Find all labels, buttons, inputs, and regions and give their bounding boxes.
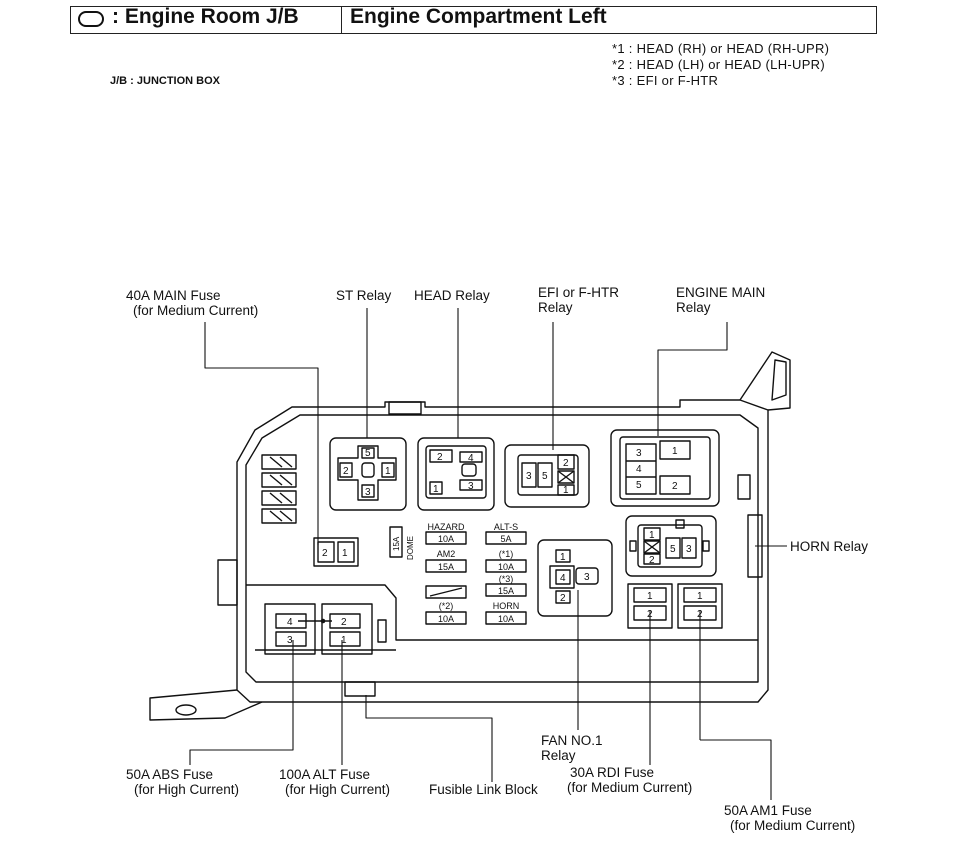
- am1-fuse-50a: [677, 583, 723, 629]
- horn-relay: [625, 515, 717, 577]
- title-divider: [341, 7, 342, 33]
- fuse-star2-rating: 10A: [438, 614, 454, 624]
- st-relay-pin: 1: [385, 466, 391, 477]
- head-relay-pin: 3: [468, 481, 474, 492]
- rdi-fuse-pin: 1: [647, 591, 653, 602]
- st-relay-pin: 3: [365, 487, 371, 498]
- title-frame: [70, 6, 877, 34]
- fuse-hazard-label: HAZARD: [427, 522, 465, 532]
- st-relay-pin: 5: [365, 448, 371, 459]
- page-subtitle: Engine Compartment Left: [350, 5, 607, 28]
- fuse-star1-label: (*1): [499, 549, 514, 559]
- fan-relay-pin: 3: [584, 572, 590, 583]
- fuse-hazard-rating: 10A: [438, 534, 454, 544]
- fan-relay-pin: 1: [560, 552, 566, 563]
- fan-relay: [537, 539, 613, 617]
- callout-horn-relay: HORN Relay: [790, 539, 869, 554]
- fuse-star3-label: (*3): [499, 574, 514, 584]
- horn-relay-pin: 3: [686, 544, 692, 555]
- footnote-3: *3 : EFI or F-HTR: [612, 73, 719, 88]
- callout-fusible-link-block: Fusible Link Block: [429, 782, 538, 797]
- footnote-2: *2 : HEAD (LH) or HEAD (LH-UPR): [612, 57, 825, 72]
- callout-100a-alt-fuse: 100A ALT Fuse(for High Current): [279, 767, 391, 797]
- st-relay-pin: 2: [343, 466, 349, 477]
- abs-fuse-pin: 3: [287, 635, 293, 646]
- callout-st-relay: ST Relay: [336, 288, 392, 303]
- mini-fuse-grid: [425, 531, 527, 625]
- callout-head-relay: HEAD Relay: [414, 288, 490, 303]
- head-relay-pin: 1: [433, 484, 439, 495]
- callout-50a-am1-fuse: 50A AM1 Fuse(for Medium Current): [724, 803, 856, 833]
- engine-main-relay-pin: 2: [672, 481, 678, 492]
- fan-relay-pin: 4: [560, 573, 566, 584]
- callout-30a-rdi-fuse: 30A RDI Fuse(for Medium Current): [567, 765, 693, 795]
- dome-fuse-rating: 15A: [392, 536, 401, 551]
- efi-relay-pin: 2: [563, 458, 569, 469]
- efi-relay-pin: 1: [563, 485, 569, 496]
- efi-relay-pin: 5: [542, 471, 548, 482]
- location-symbol-icon: [78, 11, 104, 27]
- horn-relay-pin: 2: [649, 555, 655, 566]
- alt-fuse-pin: 2: [341, 617, 347, 628]
- horn-relay-pin: 1: [649, 530, 655, 541]
- engine-main-relay-pin: 1: [672, 446, 678, 457]
- abs-fuse-pin: 4: [287, 617, 293, 628]
- head-relay-pin: 4: [468, 453, 474, 464]
- engine-main-relay-pin: 3: [636, 448, 642, 459]
- am1-fuse-pin: 1: [697, 591, 703, 602]
- st-relay: [329, 437, 407, 511]
- main-fuse-40a: [313, 537, 359, 567]
- engine-main-relay-pin: 4: [636, 464, 642, 475]
- fuse-alt-s-rating: 5A: [500, 534, 511, 544]
- fuse-am2-rating: 15A: [438, 562, 454, 572]
- fuse-alt-s-label: ALT-S: [494, 522, 518, 532]
- main-fuse-40a-pin: 1: [342, 548, 348, 559]
- callout-50a-abs-fuse: 50A ABS Fuse(for High Current): [126, 767, 240, 797]
- horn-relay-pin: 5: [670, 544, 676, 555]
- fusible-link-junction: [320, 618, 326, 624]
- fuse-star2-label: (*2): [439, 601, 454, 611]
- efi-relay-pin: 3: [526, 471, 532, 482]
- alt-fuse-pin: 1: [341, 635, 347, 646]
- leader-lines: [189, 308, 787, 800]
- efi-relay: [504, 444, 590, 508]
- am1-fuse-pin: 2: [697, 609, 703, 620]
- rdi-fuse-pin: 2: [647, 609, 653, 620]
- fuse-am2-label: AM2: [437, 549, 456, 559]
- fuse-star1-rating: 10A: [498, 562, 514, 572]
- dome-fuse: [389, 526, 403, 558]
- head-relay-pin: 2: [437, 452, 443, 463]
- fuse-horn-label: HORN: [493, 601, 520, 611]
- fan-relay-pin: 2: [560, 593, 566, 604]
- main-fuse-40a-pin: 2: [322, 548, 328, 559]
- fuse-horn-rating: 10A: [498, 614, 514, 624]
- page-title: : Engine Room J/B: [112, 5, 299, 28]
- engine-main-relay-pin: 5: [636, 480, 642, 491]
- dome-fuse-label: DOME: [406, 536, 415, 560]
- footnote-1: *1 : HEAD (RH) or HEAD (RH-UPR): [612, 41, 830, 56]
- head-relay: [417, 437, 495, 511]
- rdi-fuse-30a: [627, 583, 673, 629]
- vent-slots: [261, 454, 297, 524]
- callout-40a-main-fuse: 40A MAIN Fuse(for Medium Current): [126, 288, 259, 318]
- fusible-link-block: [264, 603, 387, 655]
- engine-main-relay: [610, 429, 720, 507]
- junction-box-housing: [149, 351, 791, 721]
- fuse-star3-rating: 15A: [498, 586, 514, 596]
- abbreviation-note: J/B : JUNCTION BOX: [110, 75, 221, 87]
